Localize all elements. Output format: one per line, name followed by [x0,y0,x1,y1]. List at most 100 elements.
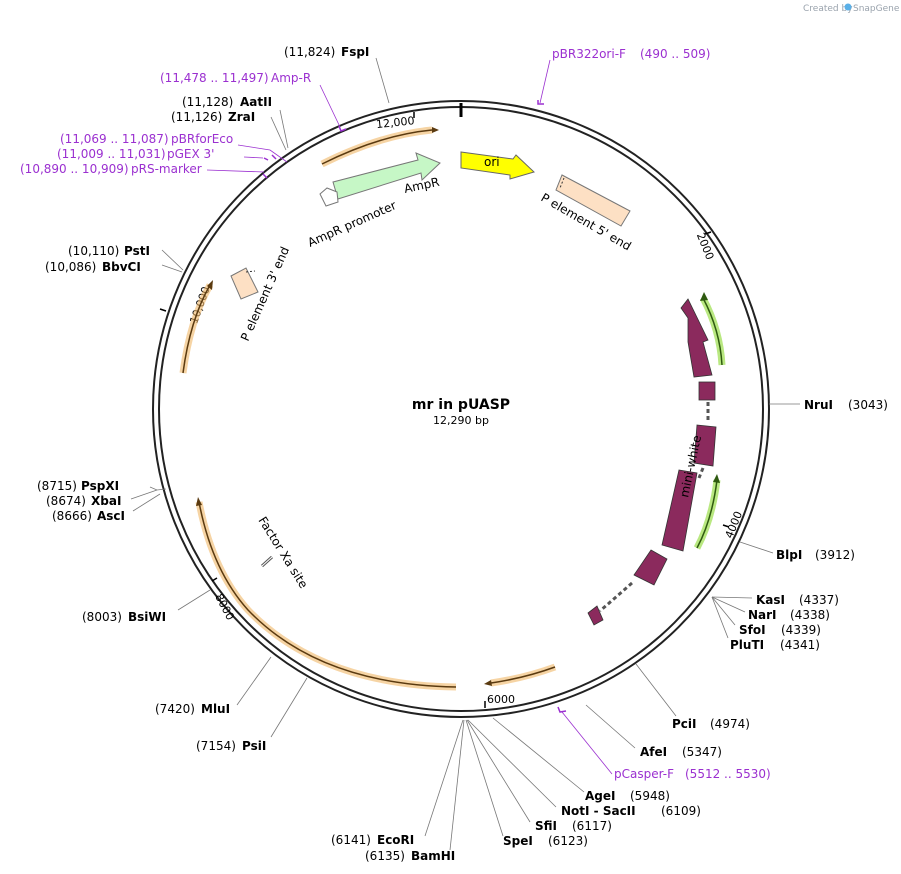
leader-aatii [279,109,289,149]
leader-pcasper [561,711,613,775]
tick-mark-10000 [159,308,167,312]
blpi-name: BlpI [776,548,802,562]
ecori-name: EcoRI [377,833,414,847]
orf-arc-bottom-arrow [484,680,492,686]
prsmarker-range: (10,890 .. 10,909) [20,162,129,176]
orf-arc-bottom-left [195,501,457,691]
leader-afei [585,704,636,749]
orf-arc-left-line [182,284,211,374]
bamhi-name: BamHI [411,849,455,863]
mlui-name: MluI [201,702,230,716]
p-element-3-feature: P element 3' end [230,245,292,343]
leader-pbrforeco [237,144,288,163]
fspi-name: FspI [341,45,369,59]
nari-pos: (4338) [790,608,830,622]
sfoi-name: SfoI [739,623,766,637]
orf-arc-left-arrow [207,280,213,290]
tick-mark-8000 [211,577,218,582]
orf-arc-bottom-left-arrow [196,497,202,506]
psti-pos: (10,110) [68,244,119,258]
zrai-pos: (11,126) [171,110,222,124]
pgex3-range: (11,009 .. 11,031) [57,147,166,161]
green-arcs [693,292,726,550]
leader-pbr322ori [539,59,551,104]
primer-mark-pbrforeco [271,154,277,160]
ampr-promoter-label: AmpR promoter [306,198,399,250]
bsiwi-pos: (8003) [82,610,122,624]
enzyme-labels: (11,824) FspI (11,128) AatII (11,126) Zr… [37,45,888,863]
leader-zrai [270,116,287,151]
pcii-pos: (4974) [710,717,750,731]
psti-name: PstI [124,244,150,258]
pcii-name: PciI [672,717,697,731]
plasmid-size: 12,290 bp [433,414,489,427]
noti-sacii-pos: (6109) [661,804,701,818]
pgex3-name: pGEX 3' [167,147,214,161]
tick-label-12000: 12,000 [375,114,415,131]
prsmarker-name: pRS-marker [131,162,202,176]
pspxi-name: PspXI [81,479,119,493]
ori-feature: ori [460,151,535,180]
ampr-primer-range: (11,478 .. 11,497) [160,71,269,85]
ecori-pos: (6141) [331,833,371,847]
ori-label: ori [484,155,500,169]
asci-pos: (8666) [52,509,92,523]
leader-xbai [130,489,158,500]
nrui-pos: (3043) [848,398,888,412]
mini-white-feature: mini-white [587,298,717,626]
sfii-pos: (6117) [572,819,612,833]
primer-marks [262,100,567,713]
bbvci-name: BbvCI [102,260,141,274]
tick-mark-4000 [722,524,730,528]
psii-name: PsiI [242,739,266,753]
bamhi-pos: (6135) [365,849,405,863]
kasi-name: KasI [756,593,785,607]
leader-nari [711,596,746,613]
factor-xa-feature: Factor Xa site [255,514,310,591]
orf-arc-top-arrow [432,127,439,133]
pspxi-pos: (8715) [37,479,77,493]
leader-pluti [711,596,729,639]
primer-mark-prsmarker [262,173,268,179]
leader-kasi [711,596,753,599]
pluti-pos: (4341) [780,638,820,652]
leader-agei [492,717,585,793]
nrui-name: NruI [804,398,833,412]
orf-arc-top [320,126,433,168]
sfoi-pos: (4339) [781,623,821,637]
leader-sfoi [711,596,736,626]
tick-label-2000: 2000 [694,231,717,262]
aatii-name: AatII [240,95,272,109]
plasmid-name: mr in pUASP [412,397,510,413]
p-element-5-feature: P element 5' end [539,174,634,253]
pbrforeco-range: (11,069 .. 11,087) [60,132,169,146]
tick-label-6000: 6000 [487,693,515,706]
leader-ampr-p [319,84,341,128]
orf-arc-bottom-left-line [198,501,457,688]
psii-pos: (7154) [196,739,236,753]
kasi-pos: (4337) [799,593,839,607]
leader-psti [161,249,184,271]
xbai-name: XbaI [91,494,121,508]
afei-pos: (5347) [682,745,722,759]
xbai-pos: (8674) [46,494,86,508]
agei-pos: (5948) [630,789,670,803]
bsiwi-name: BsiWI [128,610,166,624]
leader-blpi [739,541,774,554]
spei-name: SpeI [503,834,533,848]
leader-spei [465,719,504,837]
leader-sfii [466,719,531,823]
ampr-promoter-feature: AmpR promoter [306,187,399,250]
mlui-pos: (7420) [155,702,195,716]
orf-arc-top-line [321,129,433,165]
leader-prsmarker [206,169,265,173]
leader-pgex3 [243,156,264,159]
factor-xa-label: Factor Xa site [255,514,310,591]
pcasper-range: (5512 .. 5530) [685,767,771,781]
ampr-label: AmpR [403,175,441,196]
pcasper-name: pCasper-F [614,767,674,781]
enzyme-leader-lines [130,57,800,851]
asci-name: AscI [97,509,125,523]
primer-mark-pgex3 [263,157,269,161]
